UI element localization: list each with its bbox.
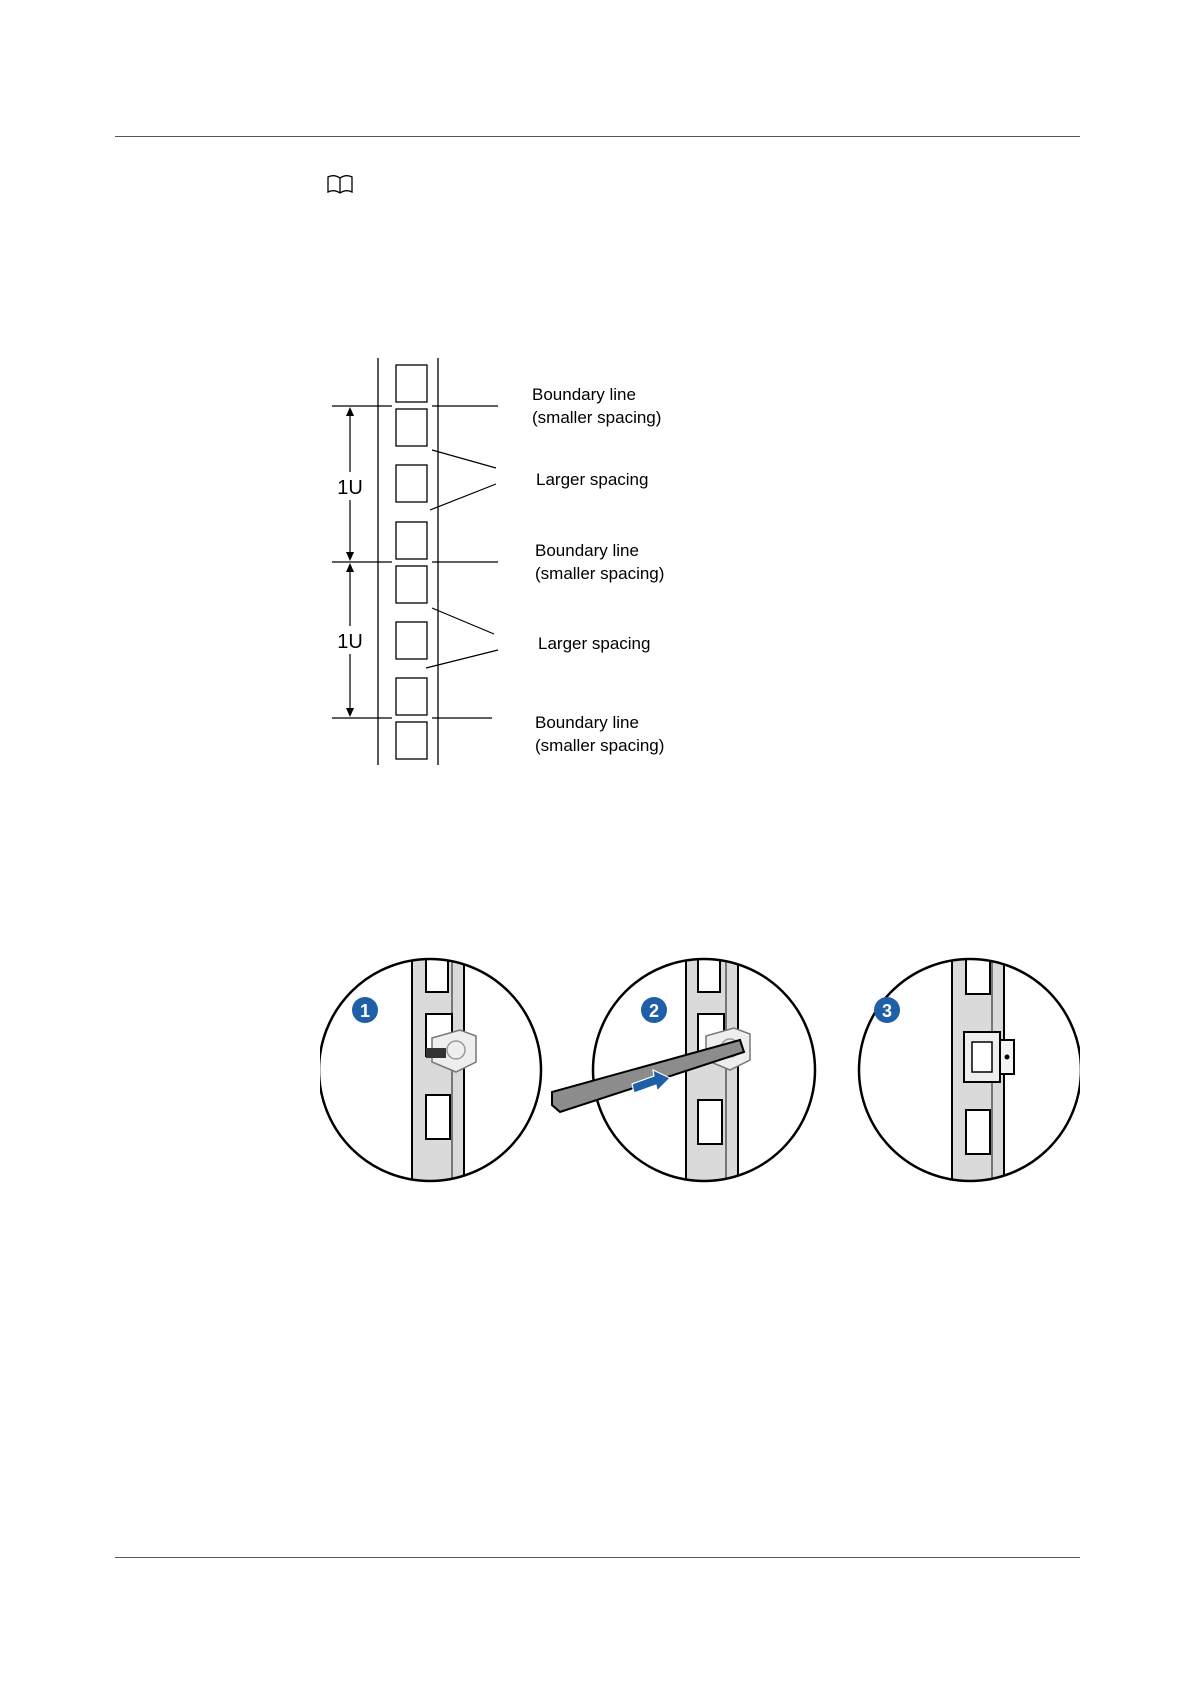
- callout-boundary-line-detail: (smaller spacing): [535, 736, 664, 755]
- mounting-hole: [396, 522, 427, 559]
- callout-boundary-line: Boundary line: [532, 385, 636, 404]
- callout-larger-spacing: Larger spacing: [536, 470, 648, 489]
- step-1-panel: [320, 950, 541, 1190]
- footer-rule: [115, 1557, 1080, 1558]
- rail-hole: [966, 958, 990, 994]
- spacing-leader: [430, 484, 496, 510]
- arrowhead: [346, 708, 354, 717]
- rail-hole: [426, 1095, 450, 1139]
- mounting-hole: [396, 409, 427, 446]
- step-3-panel: [859, 950, 1080, 1190]
- spacing-leader: [426, 650, 498, 668]
- mounting-hole: [396, 678, 427, 715]
- arrowhead: [346, 407, 354, 416]
- step-number: 1: [360, 1001, 370, 1021]
- callout-larger-spacing: Larger spacing: [538, 634, 650, 653]
- unit-label: 1U: [337, 477, 363, 499]
- unit-label: 1U: [337, 631, 363, 653]
- mounting-hole: [396, 365, 427, 402]
- arrowhead: [346, 552, 354, 561]
- callout-boundary-line-detail: (smaller spacing): [535, 564, 664, 583]
- step-2-panel: [593, 950, 815, 1190]
- rail-hole: [426, 958, 448, 992]
- step-number: 3: [882, 1001, 892, 1021]
- rail-hole: [698, 958, 720, 992]
- book-icon: [326, 174, 354, 196]
- spacing-leader: [432, 608, 494, 634]
- step-number: 2: [649, 1001, 659, 1021]
- callout-boundary-line: Boundary line: [535, 541, 639, 560]
- mounting-hole: [396, 566, 427, 603]
- callout-boundary-line-detail: (smaller spacing): [532, 408, 661, 427]
- rack-unit-diagram: 1U 1U Boundary line (smaller spacing) La…: [320, 350, 740, 770]
- mounting-hole: [396, 622, 427, 659]
- arrowhead: [346, 563, 354, 572]
- spacing-leader: [432, 450, 496, 468]
- rail-hole: [966, 1110, 990, 1154]
- rail-hole: [698, 1100, 722, 1144]
- floating-nut-installation-figure: 1 2 3: [320, 950, 1080, 1190]
- callout-boundary-line: Boundary line: [535, 713, 639, 732]
- mounting-hole: [396, 722, 427, 759]
- mounting-hole: [396, 465, 427, 502]
- header-rule: [115, 136, 1080, 137]
